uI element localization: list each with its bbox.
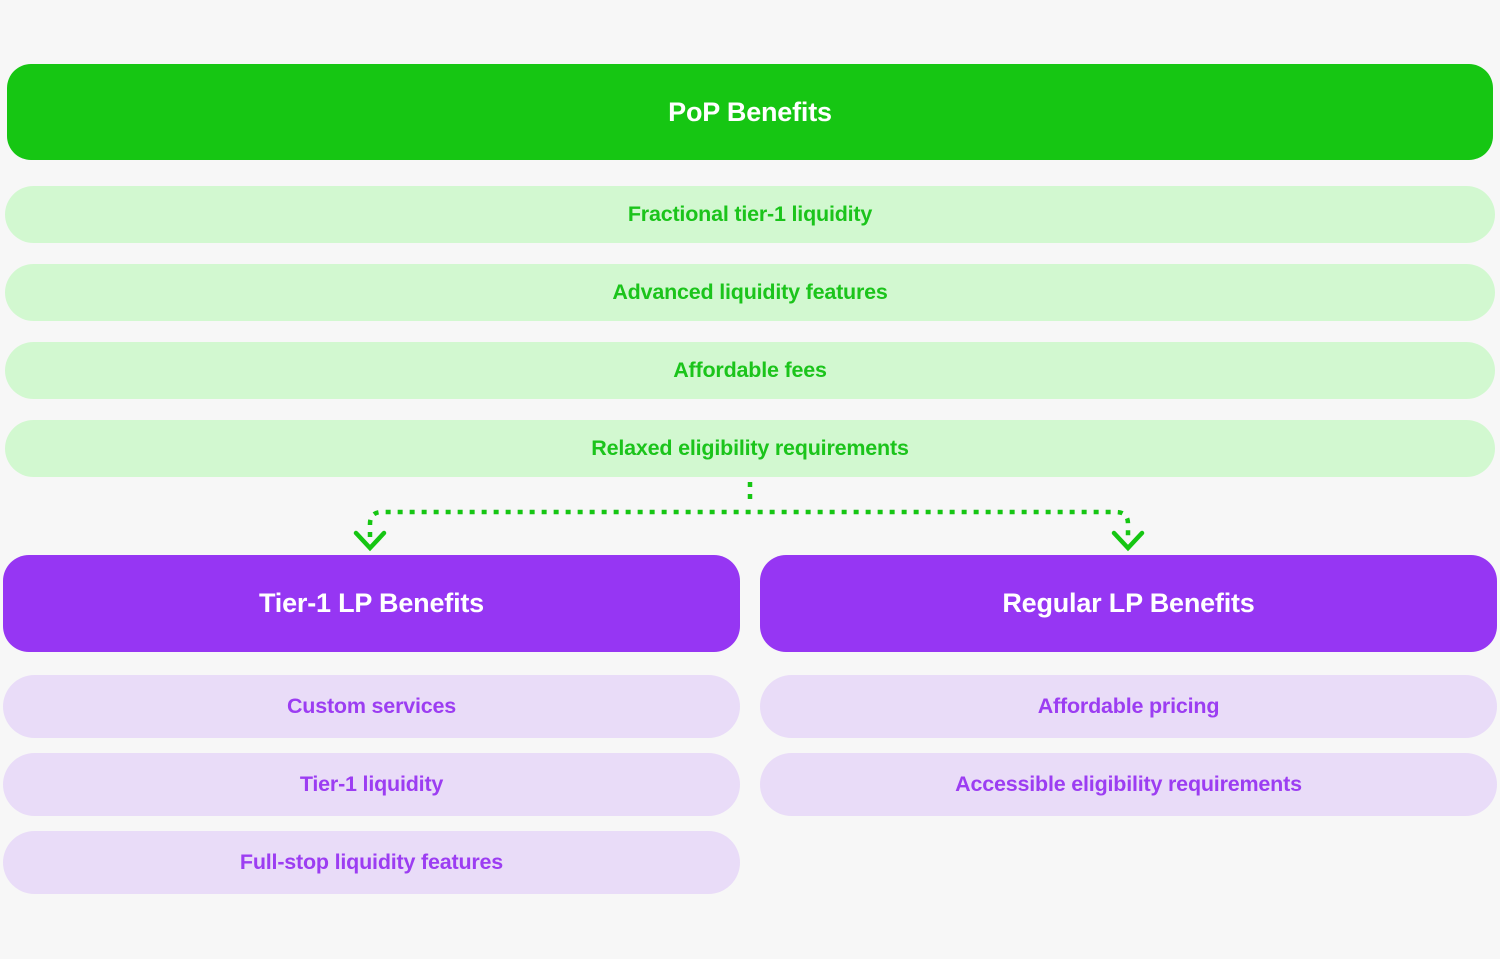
tier1-lp-benefits-header: Tier-1 LP Benefits bbox=[3, 555, 740, 652]
tier1-benefit-row-tier1-liquidity: Tier-1 liquidity bbox=[3, 753, 740, 816]
tier1-lp-benefits-title: Tier-1 LP Benefits bbox=[259, 588, 484, 618]
tier1-benefit-label: Custom services bbox=[286, 694, 457, 718]
pop-benefits-header: PoP Benefits bbox=[7, 64, 1493, 160]
tier1-benefit-row-fullstop-features: Full-stop liquidity features bbox=[3, 831, 740, 894]
pop-benefit-label: Affordable fees bbox=[673, 358, 827, 382]
branch-connector-arrows bbox=[353, 482, 1145, 552]
pop-benefit-row-advanced-features: Advanced liquidity features bbox=[5, 264, 1495, 321]
pop-benefit-row-fractional-liquidity: Fractional tier-1 liquidity bbox=[5, 186, 1495, 243]
right-arrowhead-icon bbox=[1111, 530, 1145, 552]
tier1-benefit-label: Full-stop liquidity features bbox=[239, 850, 504, 874]
left-arrowhead-icon bbox=[353, 530, 387, 552]
pop-benefit-row-affordable-fees: Affordable fees bbox=[5, 342, 1495, 399]
pop-benefit-label: Relaxed eligibility requirements bbox=[591, 436, 909, 460]
tier1-benefit-row-custom-services: Custom services bbox=[3, 675, 740, 738]
regular-benefit-label: Accessible eligibility requirements bbox=[955, 772, 1302, 796]
pop-benefit-label: Advanced liquidity features bbox=[612, 280, 888, 304]
pop-benefit-label: Fractional tier-1 liquidity bbox=[627, 202, 873, 226]
regular-benefit-row-affordable-pricing: Affordable pricing bbox=[760, 675, 1497, 738]
pop-benefits-title: PoP Benefits bbox=[668, 96, 832, 127]
tier1-benefit-label: Tier-1 liquidity bbox=[299, 772, 444, 796]
regular-lp-benefits-header: Regular LP Benefits bbox=[760, 555, 1497, 652]
regular-benefit-label: Affordable pricing bbox=[1037, 694, 1220, 718]
regular-lp-benefits-title: Regular LP Benefits bbox=[1002, 588, 1255, 618]
pop-benefit-row-relaxed-eligibility: Relaxed eligibility requirements bbox=[5, 420, 1495, 477]
connector-horizontal-line bbox=[367, 509, 1131, 537]
regular-benefit-row-accessible-eligibility: Accessible eligibility requirements bbox=[760, 753, 1497, 816]
